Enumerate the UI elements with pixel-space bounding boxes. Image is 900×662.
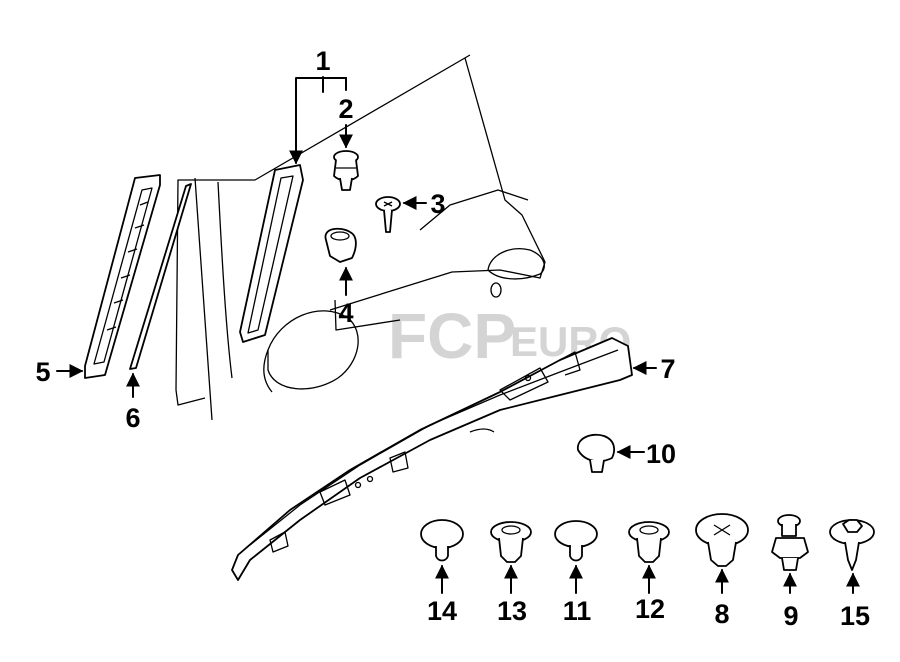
vehicle-body-outline	[175, 54, 546, 421]
callout-13: 13	[497, 596, 527, 626]
part-11-clip	[554, 520, 598, 562]
callout-4: 4	[338, 298, 353, 328]
callout-5: 5	[35, 357, 50, 387]
callout-8: 8	[714, 599, 729, 629]
callout-numbers: 1 2 3 4 5 6 7 8 9 10 11 12 13 14 15	[35, 46, 870, 631]
part-6-seal-strip	[129, 183, 192, 370]
callout-11: 11	[563, 596, 592, 626]
part-14-clip	[420, 519, 464, 562]
part-1-pillar-trim	[239, 164, 304, 343]
part-7-rocker-panel	[231, 337, 633, 581]
part-2-push-clip	[333, 150, 359, 191]
callout-1: 1	[315, 46, 330, 76]
part-8-clip	[695, 513, 749, 567]
part-12-clip	[628, 521, 670, 563]
part-4-grommet	[324, 227, 357, 263]
part-13-clip	[490, 521, 532, 563]
callout-6: 6	[125, 403, 140, 433]
callout-2: 2	[338, 94, 353, 124]
part-3-screw	[375, 196, 401, 233]
side-mirror	[263, 310, 359, 393]
part-15-screw	[829, 519, 875, 571]
part-5-window-trim	[84, 174, 161, 379]
part-9-clip	[771, 514, 809, 571]
part-10-push-clip	[577, 433, 616, 473]
callout-9: 9	[783, 601, 798, 631]
callout-15: 15	[840, 601, 870, 631]
callout-3: 3	[430, 189, 445, 219]
callout-10: 10	[646, 439, 676, 469]
leader-lines	[56, 76, 860, 594]
callout-7: 7	[660, 354, 675, 384]
callout-14: 14	[427, 596, 457, 626]
watermark-brand: FCP	[388, 300, 516, 372]
callout-12: 12	[635, 594, 665, 624]
